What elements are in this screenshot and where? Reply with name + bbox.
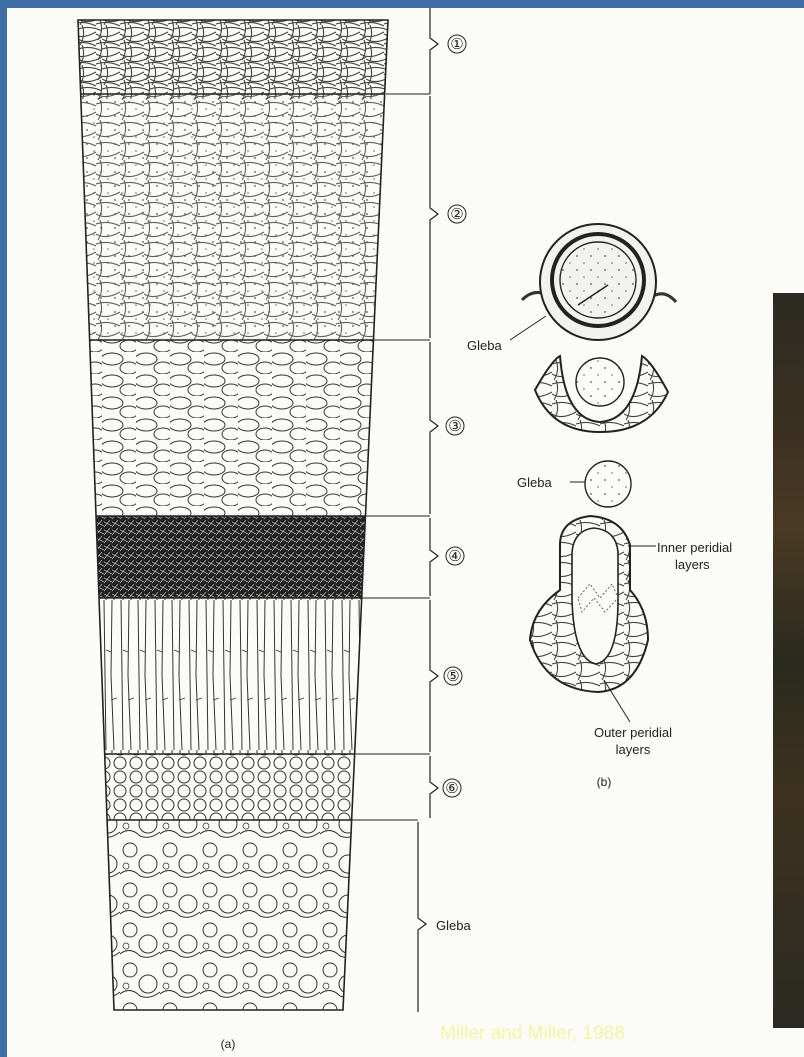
layer-number-1: ① bbox=[450, 35, 463, 53]
outer-peridial-label-line1: Outer peridial bbox=[594, 725, 672, 740]
outer-peridial-label-line2: layers bbox=[616, 742, 651, 757]
layer-numbers: ① ② ③ ④ ⑤ ⑥ bbox=[443, 35, 466, 797]
layer-braces bbox=[418, 8, 438, 1012]
image-credit: Miller and Miller, 1988 bbox=[440, 1023, 625, 1045]
layered-cross-section bbox=[70, 14, 406, 1010]
layer-number-6: ⑥ bbox=[445, 779, 458, 797]
layer-number-3: ③ bbox=[448, 417, 461, 435]
panel-b-gleba-top: Gleba bbox=[467, 338, 502, 353]
inner-peridial-label-line1: Inner peridial bbox=[657, 540, 732, 555]
panel-a-caption: (a) bbox=[221, 1037, 236, 1051]
gleba-label: Gleba bbox=[436, 918, 471, 933]
panel-b-stages bbox=[510, 224, 676, 722]
layer-3-region bbox=[70, 340, 400, 516]
panel-b-gleba-middle: Gleba bbox=[517, 475, 552, 490]
layer-6-region bbox=[70, 754, 400, 820]
layer-5-region bbox=[70, 598, 400, 754]
layer-number-2: ② bbox=[450, 205, 463, 223]
layer-number-5: ⑤ bbox=[446, 667, 459, 685]
layer-number-4: ④ bbox=[448, 547, 461, 565]
layer-4-region bbox=[70, 516, 400, 598]
panel-b-caption: (b) bbox=[597, 775, 612, 789]
inner-peridial-label-line2: layers bbox=[675, 557, 710, 572]
